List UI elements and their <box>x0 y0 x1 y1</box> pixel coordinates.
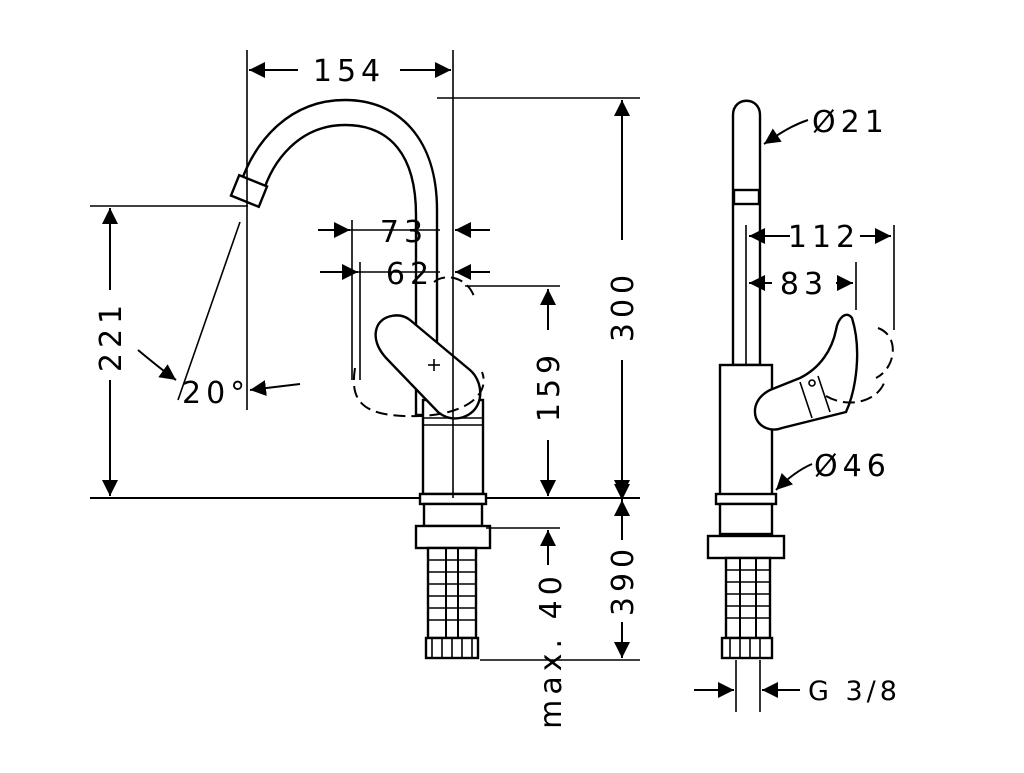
side-view: Ø21 112 83 Ø46 G 3/8 <box>694 99 901 712</box>
label-height-total: 300 <box>606 270 641 342</box>
label-reach-total: 112 <box>788 220 860 255</box>
dim-reach-total: 112 <box>749 220 891 255</box>
side-lever <box>753 313 894 431</box>
label-reach-handle: 83 <box>780 267 828 302</box>
dim-spout-angle: 20° <box>137 349 301 411</box>
dim-body-diameter: Ø46 <box>775 449 891 491</box>
lever-handle <box>352 276 485 420</box>
dim-height-total: 300 <box>606 100 641 496</box>
side-shank <box>706 492 786 660</box>
dim-width-total: 154 <box>249 54 451 89</box>
dim-height-handle: 159 <box>532 289 567 496</box>
label-height-spout: 221 <box>94 300 129 372</box>
label-below-deck-max: max. 40 <box>534 571 569 729</box>
label-height-handle: 159 <box>532 350 567 422</box>
label-thread: G 3/8 <box>808 676 901 707</box>
dim-width-handle-b: 62 <box>320 257 490 292</box>
label-below-total: 390 <box>606 544 641 616</box>
dim-below-total: 390 <box>606 465 641 658</box>
dim-reach-handle: 83 <box>749 267 853 302</box>
label-width-handle-b: 62 <box>386 257 434 292</box>
dim-below-deck-max: max. 40 <box>534 465 569 729</box>
dim-width-handle-a: 73 <box>318 215 490 250</box>
dim-thread: G 3/8 <box>694 676 901 707</box>
label-width-total: 154 <box>313 54 385 89</box>
label-spout-angle: 20° <box>182 376 250 411</box>
side-body <box>718 363 774 497</box>
dim-spout-diameter: Ø21 <box>763 105 889 145</box>
label-width-handle-a: 73 <box>380 215 428 250</box>
label-spout-diameter: Ø21 <box>812 105 889 140</box>
label-body-diameter: Ø46 <box>814 449 891 484</box>
mounting-shank <box>414 492 492 660</box>
front-view: 154 73 62 221 20° 15 <box>90 50 641 729</box>
dim-height-spout: 221 <box>94 208 129 496</box>
